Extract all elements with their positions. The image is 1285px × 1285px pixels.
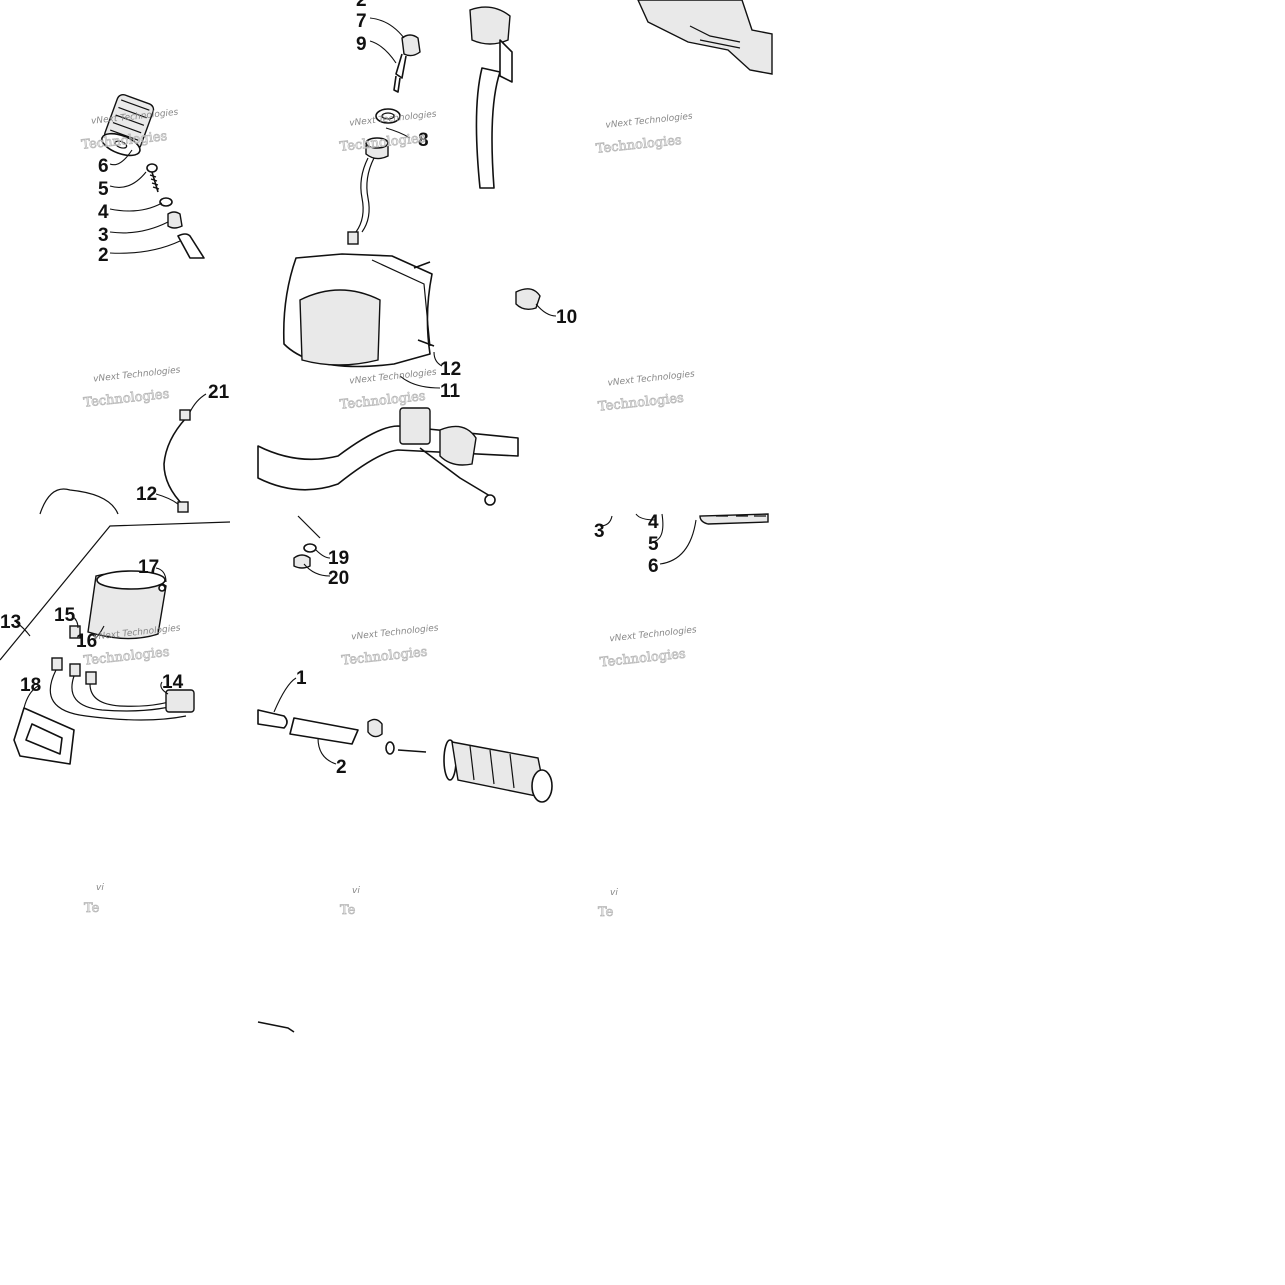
watermarks: vNext Technologies Technologies vNext Te…: [80, 108, 697, 921]
watermark-stub-faint: Te: [598, 905, 614, 920]
part-grip-left: [101, 93, 155, 157]
part-handlebar-lower: [257, 407, 519, 506]
callout-9: 9: [356, 34, 367, 55]
watermark-text-faint: Technologies: [83, 387, 170, 411]
callout-3: 3: [98, 225, 109, 246]
part-handlebar-upper: [469, 6, 513, 189]
part-switch-nut: [375, 108, 401, 124]
watermark-text: vNext Technologies: [93, 365, 181, 384]
watermark-stub: vi: [96, 883, 104, 893]
callout-20: 20: [328, 568, 349, 589]
watermark-text: vNext Technologies: [605, 112, 693, 131]
tile-fairing: 10 12 11: [257, 253, 577, 506]
tile-fasteners: 19 20: [293, 515, 349, 589]
callout-12-b: 12: [136, 484, 157, 505]
watermark-stub-faint: Te: [340, 903, 356, 918]
part-nut-20: [293, 554, 311, 569]
tile-speedometer: 21 12 17: [0, 382, 231, 765]
watermark-stub-faint: Te: [84, 901, 100, 916]
part-handlebar-end: [177, 233, 205, 259]
callout-14: 14: [162, 672, 184, 693]
tile-right-grip-partial: 3 4 5 6: [594, 512, 769, 577]
callout-3-b: 3: [594, 521, 605, 542]
callout-18: 18: [20, 675, 41, 696]
part-key: [393, 34, 421, 93]
watermark-text-faint: Technologies: [595, 133, 682, 157]
callout-10: 10: [556, 307, 577, 328]
part-10: [515, 288, 541, 311]
callout-16: 16: [76, 631, 97, 652]
part-bolt: [146, 163, 160, 193]
part-bulb-sockets: [51, 625, 97, 685]
callout-15: 15: [54, 605, 76, 626]
part-washer-b: [385, 741, 395, 755]
callout-5-b: 5: [648, 534, 659, 555]
part-speedo-cable: [163, 409, 191, 513]
callout-2-top: 2: [356, 0, 367, 11]
part-speedometer: [87, 570, 167, 640]
watermark-text-faint: Technologies: [599, 647, 686, 671]
part-screw: [413, 261, 435, 347]
part-end-cap-b: [367, 718, 383, 738]
part-grip-b: [443, 739, 553, 803]
callout-21: 21: [208, 382, 230, 403]
part-bolt-b: [397, 749, 427, 753]
callout-17: 17: [138, 557, 159, 578]
part-washer: [159, 197, 173, 207]
callout-2-b: 2: [336, 757, 347, 778]
callout-4: 4: [98, 202, 109, 223]
callout-4-b: 4: [648, 512, 659, 533]
watermark-text: vNext Technologies: [349, 368, 437, 387]
watermark-text: vNext Technologies: [607, 369, 695, 388]
callout-13: 13: [0, 612, 21, 633]
callout-5: 5: [98, 179, 109, 200]
watermark-text-faint: Technologies: [341, 645, 428, 669]
tile-left-grip: 6 5 4 3 2: [98, 93, 205, 266]
part-end-cap: [167, 211, 183, 229]
callout-11: 11: [440, 381, 461, 402]
part-washer-19: [303, 543, 317, 553]
callout-12: 12: [440, 359, 461, 380]
callout-6-b: 6: [648, 556, 659, 577]
callout-8: 8: [418, 130, 429, 151]
part-throttle-tube: [289, 717, 359, 745]
watermark-text-faint: Technologies: [597, 391, 684, 415]
part-handlebar-tube: [257, 709, 288, 729]
part-mount-bracket: [637, 0, 773, 75]
watermark-stub: vi: [352, 886, 360, 896]
watermark-stub: vi: [610, 888, 618, 898]
callout-2: 2: [98, 245, 109, 266]
tile-bracket: [637, 0, 773, 75]
tile-handlebar-exploded: 1 2: [257, 668, 553, 803]
watermark-text: vNext Technologies: [351, 623, 439, 642]
callout-19: 19: [328, 548, 349, 569]
callout-1: 1: [296, 668, 307, 689]
callout-7: 7: [356, 11, 367, 32]
part-gauge-bracket: [13, 707, 75, 765]
part-wire-harness: [49, 669, 195, 721]
part-ignition-switch: [347, 137, 389, 245]
tile-ignition-switch: 2 7 9 8: [347, 0, 513, 245]
callout-6: 6: [98, 156, 109, 177]
diagram-fragment: [257, 1021, 295, 1033]
watermark-text: vNext Technologies: [609, 625, 697, 644]
